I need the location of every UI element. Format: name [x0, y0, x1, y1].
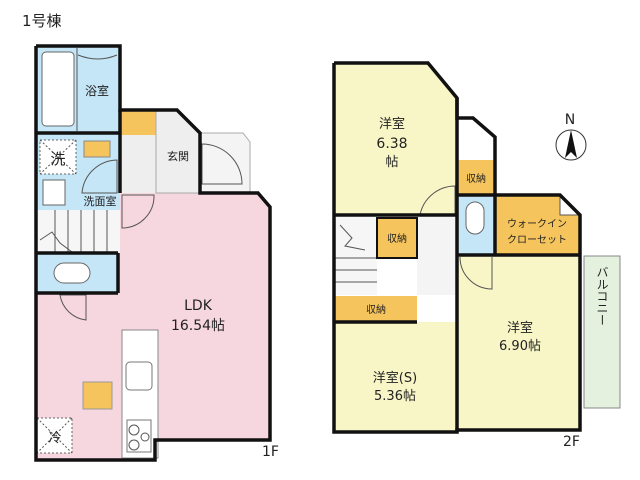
wic-label-line2: クローセット — [507, 234, 567, 246]
bedroom3-size: 5.36帖 — [374, 389, 416, 404]
stairs — [36, 210, 120, 255]
hall-2f — [417, 215, 457, 295]
fridge-label: 冷 — [48, 431, 61, 446]
bedroom-3 — [334, 322, 457, 432]
bedroom2-label: 洋室 — [507, 320, 533, 336]
entrance-label: 玄関 — [167, 149, 189, 163]
wash-basin — [42, 179, 66, 206]
balcony — [583, 255, 621, 409]
bedroom1-unit: 帖 — [385, 155, 398, 170]
walk-in-closet — [495, 195, 580, 255]
ldk-label: LDK — [184, 298, 213, 314]
washroom-label: 洗面室 — [84, 194, 117, 208]
bedroom-1 — [334, 63, 457, 215]
floor1-label: 1F — [262, 444, 279, 460]
stairs-2f — [334, 215, 377, 295]
toilet — [53, 262, 91, 284]
building-label: 1号棟 — [22, 12, 62, 30]
bathtub — [41, 51, 75, 127]
sink — [125, 361, 153, 391]
storage2-label: 収納 — [387, 232, 407, 245]
closet-niche — [457, 118, 495, 160]
storage1-label: 収納 — [466, 172, 486, 185]
storage3-label: 収納 — [366, 303, 386, 316]
bedroom2-size: 6.90帖 — [499, 339, 541, 354]
balcony-label: バルコニー — [595, 266, 609, 326]
storage-2 — [377, 218, 417, 258]
hall — [120, 135, 156, 193]
bath-label: 浴室 — [85, 83, 109, 98]
floor-1: 浴室 洗 洗面室 玄関 — [34, 44, 279, 462]
bedroom1-size: 6.38 — [376, 136, 407, 152]
floor-2: 洋室 6.38 帖 収納 ウォークイン クローセット 収納 収納 洋室(S) 5… — [332, 61, 621, 450]
bedroom1-label: 洋室 — [379, 116, 405, 132]
north-label: N — [565, 112, 575, 128]
washroom-shelf — [83, 140, 111, 158]
hall-storage — [120, 110, 156, 135]
kitchen-storage — [82, 381, 113, 410]
bedroom3-label: 洋室(S) — [373, 370, 417, 386]
storage-1 — [457, 160, 495, 195]
bedroom-2 — [457, 255, 580, 430]
toilet-2f-fixture — [465, 201, 485, 235]
storage-3 — [334, 296, 417, 322]
north-arrow-icon: N — [555, 112, 587, 161]
wic-label-line1: ウォークイン — [507, 218, 567, 230]
ldk-size: 16.54帖 — [171, 318, 225, 334]
washer-label: 洗 — [50, 150, 65, 168]
floor2-label: 2F — [563, 434, 580, 450]
